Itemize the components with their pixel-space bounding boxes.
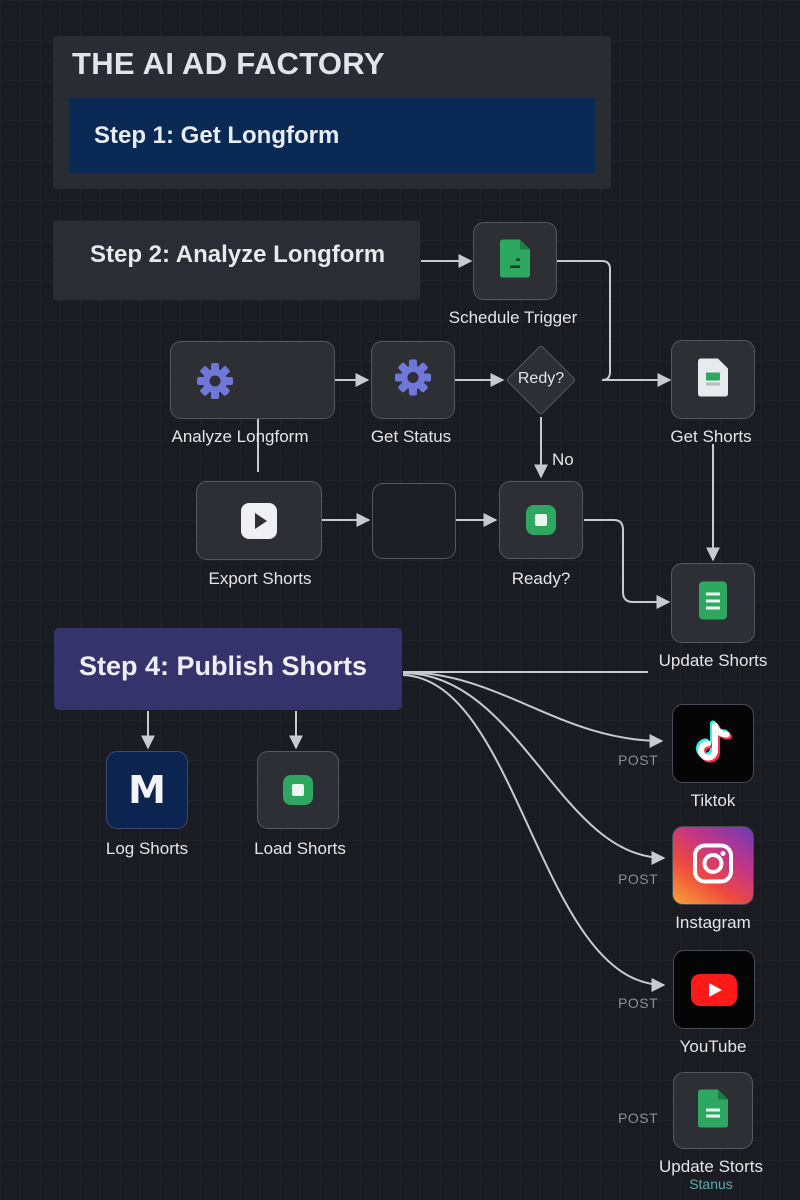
edge-ready-to-update xyxy=(584,519,671,609)
ready-label: Ready? xyxy=(511,569,571,588)
square-icon xyxy=(283,775,313,805)
update-storts-label: Update Storts xyxy=(659,1157,763,1176)
log-shorts-label: Log Shorts xyxy=(105,839,189,858)
youtube-icon xyxy=(691,973,737,1006)
post-label-youtube: POST xyxy=(618,995,659,1011)
square-icon xyxy=(526,505,556,535)
step1-label: Step 1: Get Longform xyxy=(94,122,340,149)
ready-node[interactable] xyxy=(499,481,583,559)
export-shorts-node[interactable] xyxy=(196,481,322,560)
tiktok-node[interactable] xyxy=(672,704,754,783)
no-branch-label: No xyxy=(552,450,574,469)
update-storts-sublabel: Stanus xyxy=(689,1176,733,1192)
step2-block[interactable]: Step 2: Analyze Longform xyxy=(53,221,420,300)
redy-decision-label: Redy? xyxy=(517,370,565,387)
instagram-label: Instagram xyxy=(675,913,751,932)
step4-label: Step 4: Publish Shorts xyxy=(79,651,368,681)
step1-banner[interactable]: Step 1: Get Longform xyxy=(69,98,595,173)
instagram-icon xyxy=(693,843,733,883)
log-shorts-node[interactable]: M xyxy=(106,751,188,829)
edge-step4-to-instagram xyxy=(402,672,666,865)
m-logo-icon: M xyxy=(128,768,166,812)
post-label-instagram: POST xyxy=(618,871,659,887)
gear-icon xyxy=(395,359,431,396)
schedule-trigger-node[interactable] xyxy=(473,222,557,300)
update-shorts-node[interactable] xyxy=(671,563,755,643)
empty-node[interactable] xyxy=(372,483,456,559)
sheet-icon xyxy=(698,358,728,396)
analyze-longform-label: Analyze Longform xyxy=(171,427,309,446)
redy-decision-node[interactable]: Redy? xyxy=(505,344,577,416)
sheet-icon xyxy=(500,239,530,278)
get-shorts-label: Get Shorts xyxy=(670,427,752,446)
load-shorts-node[interactable] xyxy=(257,751,339,829)
play-icon xyxy=(241,502,277,539)
sheet-icon xyxy=(698,1089,728,1127)
youtube-label: YouTube xyxy=(679,1037,747,1056)
page-title: THE AI AD FACTORY xyxy=(72,46,385,81)
update-shorts-label: Update Shorts xyxy=(658,651,768,670)
edge-step4-to-tiktok xyxy=(402,671,664,748)
tiktok-label: Tiktok xyxy=(690,791,736,810)
post-label-tiktok: POST xyxy=(618,752,659,768)
instagram-node[interactable] xyxy=(672,826,754,905)
edge-step4-to-youtube xyxy=(402,674,666,992)
step2-label: Step 2: Analyze Longform xyxy=(90,241,386,268)
sheet-icon xyxy=(699,581,727,620)
step4-block[interactable]: Step 4: Publish Shorts xyxy=(54,628,402,710)
youtube-node[interactable] xyxy=(673,950,755,1029)
edge-schedule-to-get-shorts xyxy=(557,260,672,387)
update-storts-node[interactable] xyxy=(673,1072,753,1149)
analyze-longform-node[interactable] xyxy=(170,341,335,419)
get-status-label: Get Status xyxy=(370,427,452,446)
load-shorts-label: Load Shorts xyxy=(254,839,346,858)
schedule-trigger-label: Schedule Trigger xyxy=(448,308,578,327)
get-shorts-node[interactable] xyxy=(671,340,755,419)
gear-icon xyxy=(197,363,233,399)
post-label-update: POST xyxy=(618,1110,659,1126)
get-status-node[interactable] xyxy=(371,341,455,419)
tiktok-icon xyxy=(696,720,732,762)
export-shorts-label: Export Shorts xyxy=(208,569,312,588)
